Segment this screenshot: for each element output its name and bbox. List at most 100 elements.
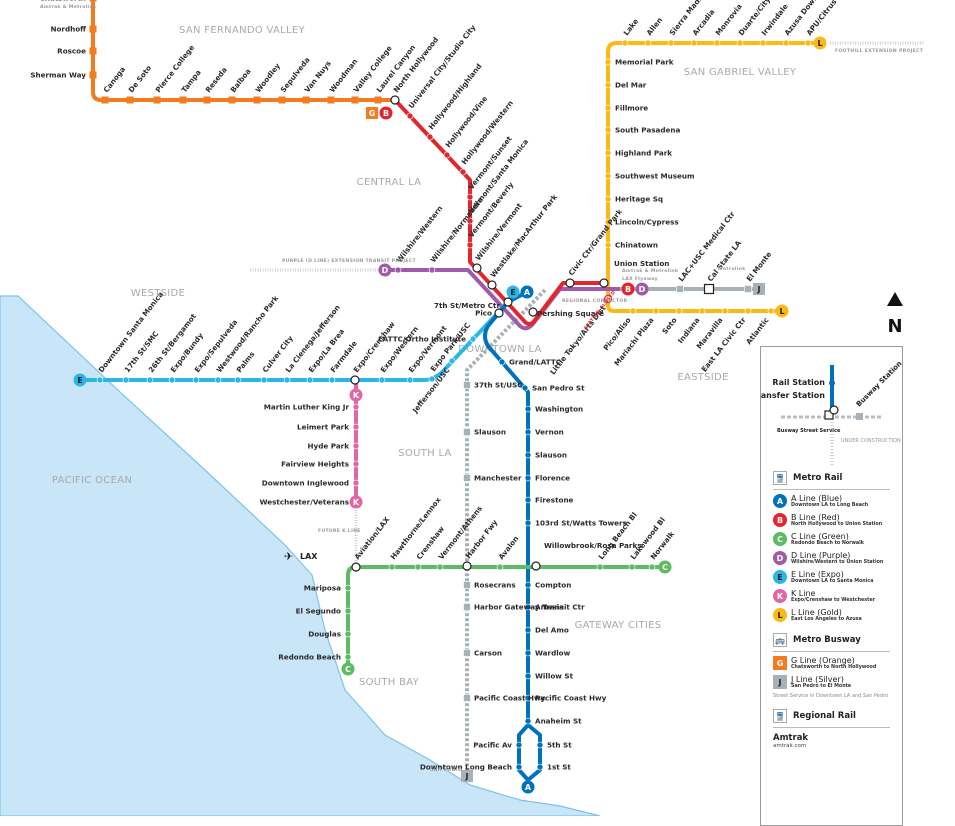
station-label[interactable]: Memorial Park — [615, 58, 674, 67]
station-marker[interactable] — [604, 149, 612, 157]
transfer-station-marker[interactable] — [531, 561, 541, 571]
station-label[interactable]: Allen — [644, 16, 664, 38]
station-marker[interactable] — [466, 193, 474, 201]
station-marker[interactable] — [443, 151, 451, 159]
station-label[interactable]: Slauson — [474, 428, 506, 437]
station-marker[interactable] — [736, 39, 744, 47]
station-marker[interactable] — [604, 126, 612, 134]
station-marker[interactable] — [804, 39, 812, 47]
station-marker[interactable] — [466, 241, 474, 249]
station-marker[interactable] — [721, 307, 729, 315]
station-marker[interactable] — [524, 581, 532, 589]
station-marker[interactable] — [428, 266, 436, 274]
station-label[interactable]: Sherman Way — [30, 71, 86, 80]
station-marker[interactable] — [524, 649, 532, 657]
transfer-station-marker[interactable] — [351, 562, 361, 572]
station-label[interactable]: LAC+USC Medical Ctr — [676, 209, 736, 283]
station-marker[interactable] — [524, 496, 532, 504]
busway-station-marker[interactable] — [744, 285, 752, 293]
station-label[interactable]: Downtown Inglewood — [262, 479, 349, 488]
transfer-station-marker[interactable] — [599, 278, 609, 288]
station-label[interactable]: Reseda — [203, 65, 228, 94]
station-marker[interactable] — [459, 168, 467, 176]
station-label[interactable]: Soto — [660, 316, 679, 336]
station-marker[interactable] — [168, 376, 176, 384]
station-marker[interactable] — [414, 563, 422, 571]
busway-station-marker[interactable] — [126, 96, 134, 104]
transfer-station-marker[interactable] — [565, 278, 575, 288]
station-marker[interactable] — [644, 39, 652, 47]
busway-station-marker[interactable] — [463, 694, 471, 702]
busway-station-marker[interactable] — [101, 96, 109, 104]
station-marker[interactable] — [524, 405, 532, 413]
station-marker[interactable] — [146, 376, 154, 384]
station-marker[interactable] — [524, 672, 532, 680]
station-marker[interactable] — [426, 133, 434, 141]
busway-station-marker[interactable] — [89, 47, 97, 55]
station-marker[interactable] — [352, 479, 360, 487]
station-marker[interactable] — [667, 39, 675, 47]
station-label[interactable]: 103rd St/Watts Towers — [535, 519, 627, 528]
station-label[interactable]: Pershing Square — [537, 309, 604, 318]
station-label[interactable]: Westchester/Veterans — [260, 498, 349, 507]
station-marker[interactable] — [344, 607, 352, 615]
station-label[interactable]: Willow St — [535, 672, 574, 681]
station-label[interactable]: Atlantic — [744, 316, 771, 346]
station-marker[interactable] — [406, 376, 414, 384]
line-J-badge[interactable] — [753, 283, 765, 295]
station-label[interactable]: Canoga — [101, 65, 127, 94]
line-J-badge[interactable] — [461, 770, 473, 782]
station-marker[interactable] — [713, 39, 721, 47]
station-marker[interactable] — [352, 460, 360, 468]
station-label[interactable]: El Monte — [744, 250, 773, 284]
station-marker[interactable] — [648, 563, 656, 571]
line-C-badge[interactable] — [658, 560, 672, 574]
busway-station-marker[interactable] — [463, 603, 471, 611]
station-label[interactable]: Pacific Coast Hwy — [535, 694, 607, 703]
station-label[interactable]: El Segundo — [296, 607, 341, 616]
station-marker[interactable] — [536, 741, 544, 749]
station-marker[interactable] — [536, 763, 544, 771]
station-marker[interactable] — [352, 442, 360, 450]
station-label[interactable]: Compton — [535, 581, 571, 590]
station-label[interactable]: Fairview Heights — [281, 460, 349, 469]
station-marker[interactable] — [428, 375, 436, 383]
station-marker[interactable] — [344, 584, 352, 592]
line-B-badge[interactable] — [621, 282, 635, 296]
station-label[interactable]: 37th St/USC — [474, 381, 523, 390]
station-label[interactable]: Wardlow — [535, 649, 571, 658]
busway-station-marker[interactable] — [676, 285, 684, 293]
station-label[interactable]: Wilshire/Vermont — [473, 201, 524, 262]
line-A-badge[interactable] — [520, 285, 534, 299]
station-marker[interactable] — [306, 376, 314, 384]
line-G-badge[interactable] — [366, 107, 378, 119]
line-D-badge[interactable] — [378, 263, 392, 277]
line-E-badge[interactable] — [506, 285, 520, 299]
station-label[interactable]: Mariposa — [304, 584, 341, 593]
station-label[interactable]: 7th St/Metro Ctr — [434, 301, 500, 310]
station-marker[interactable] — [515, 763, 523, 771]
station-marker[interactable] — [524, 626, 532, 634]
station-label[interactable]: De Soto — [126, 64, 153, 95]
station-marker[interactable] — [524, 428, 532, 436]
station-label[interactable]: Vernon — [535, 428, 564, 437]
busway-station-marker[interactable] — [179, 96, 187, 104]
closed-station-marker[interactable] — [603, 294, 613, 304]
station-marker[interactable] — [515, 741, 523, 749]
transfer-station-marker[interactable] — [503, 297, 513, 307]
station-marker[interactable] — [767, 307, 775, 315]
station-label[interactable]: Leimert Park — [297, 423, 349, 432]
station-marker[interactable] — [260, 376, 268, 384]
station-label[interactable]: 1st St — [547, 763, 571, 772]
line-D-badge[interactable] — [635, 282, 649, 296]
station-marker[interactable] — [192, 376, 200, 384]
station-label[interactable]: Highland Park — [615, 149, 672, 158]
busway-station-marker[interactable] — [89, 0, 97, 2]
station-marker[interactable] — [524, 519, 532, 527]
station-label[interactable]: Willowbrook/Rosa Parks — [544, 541, 642, 550]
station-label[interactable]: Pico — [475, 309, 492, 318]
busway-station-marker[interactable] — [351, 96, 359, 104]
station-marker[interactable] — [122, 376, 130, 384]
busway-station-marker[interactable] — [463, 649, 471, 657]
station-label[interactable]: Artesia — [535, 603, 564, 612]
